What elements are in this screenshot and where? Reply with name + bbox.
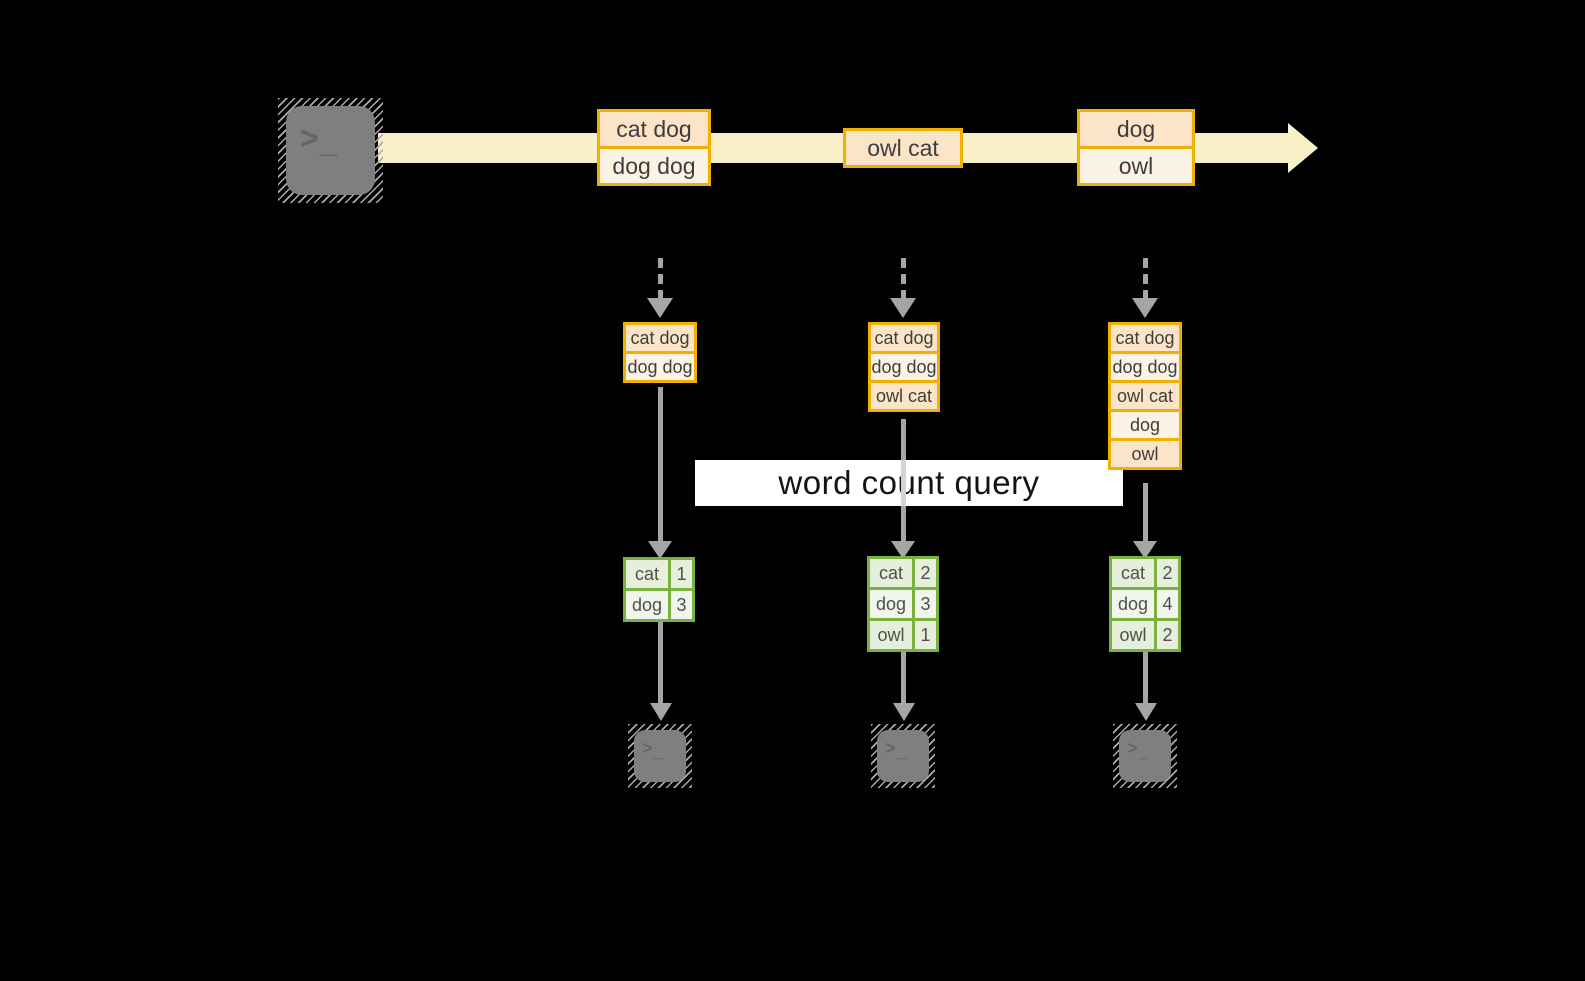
connector-line [1143, 652, 1148, 704]
arrowhead-down-icon [647, 298, 673, 318]
arrowhead-down-icon [650, 703, 672, 721]
count-word-cell: cat [870, 559, 912, 587]
prompt-chevron: > [885, 738, 897, 758]
count-word-cell: cat [1112, 559, 1154, 587]
state-row: cat dog [1108, 322, 1182, 354]
count-word-cell: dog [626, 591, 668, 619]
count-table-3: cat 2 dog 4 owl 2 [1109, 556, 1181, 652]
count-word-cell: owl [1112, 621, 1154, 649]
connector-line-faded [901, 460, 906, 506]
event-row: dog [1077, 109, 1195, 149]
count-value-cell: 1 [915, 621, 936, 649]
event-row: dog dog [597, 146, 711, 186]
event-box-3: dog owl [1077, 109, 1195, 186]
connector-line [658, 387, 663, 541]
state-row: owl [1108, 438, 1182, 470]
prompt-chevron: > [1127, 738, 1139, 758]
dashed-arrow-line [658, 258, 663, 300]
prompt-underscore: _ [1138, 741, 1150, 761]
state-row: dog dog [868, 351, 940, 383]
prompt-underscore: _ [319, 123, 339, 159]
source-terminal-icon: >_ [278, 98, 383, 203]
state-row: owl cat [1108, 380, 1182, 412]
arrowhead-down-icon [890, 298, 916, 318]
arrowhead-down-icon [893, 703, 915, 721]
arrowhead-down-icon [648, 541, 672, 559]
dashed-arrow-line [901, 258, 906, 300]
state-row: dog dog [1108, 351, 1182, 383]
state-row: cat dog [623, 322, 697, 354]
state-row: owl cat [868, 380, 940, 412]
connector-line [901, 652, 906, 704]
state-box-1: cat dog dog dog [623, 322, 697, 383]
count-value-cell: 2 [1157, 621, 1178, 649]
state-row: dog dog [623, 351, 697, 383]
event-row: owl cat [843, 128, 963, 168]
count-value-cell: 1 [671, 560, 692, 588]
count-word-cell: dog [870, 590, 912, 618]
count-table-2: cat 2 dog 3 owl 1 [867, 556, 939, 652]
count-value-cell: 2 [915, 559, 936, 587]
state-row: cat dog [868, 322, 940, 354]
count-value-cell: 2 [1157, 559, 1178, 587]
terminal-prompt-icon: >_ [634, 730, 665, 760]
sink-terminal-icon: >_ [1113, 724, 1177, 788]
prompt-underscore: _ [896, 741, 908, 761]
terminal-prompt-icon: >_ [877, 730, 908, 760]
arrowhead-down-icon [891, 541, 915, 559]
count-word-cell: dog [1112, 590, 1154, 618]
count-value-cell: 3 [915, 590, 936, 618]
state-box-3: cat dog dog dog owl cat dog owl [1108, 322, 1182, 470]
connector-line [1143, 483, 1148, 541]
count-table-1: cat 1 dog 3 [623, 557, 695, 622]
sink-terminal-icon: >_ [628, 724, 692, 788]
prompt-chevron: > [642, 738, 654, 758]
prompt-chevron: > [300, 120, 320, 156]
count-value-cell: 4 [1157, 590, 1178, 618]
query-label: word count query [778, 464, 1040, 501]
connector-line [658, 622, 663, 704]
prompt-underscore: _ [653, 741, 665, 761]
arrowhead-down-icon [1135, 703, 1157, 721]
arrowhead-down-icon [1133, 541, 1157, 559]
dashed-arrow-line [1143, 258, 1148, 300]
event-row: owl [1077, 146, 1195, 186]
event-row: cat dog [597, 109, 711, 149]
count-value-cell: 3 [671, 591, 692, 619]
query-label-box: word count query [695, 460, 1123, 506]
terminal-prompt-icon: >_ [286, 106, 338, 157]
event-box-1: cat dog dog dog [597, 109, 711, 186]
sink-terminal-icon: >_ [871, 724, 935, 788]
state-box-2: cat dog dog dog owl cat [868, 322, 940, 412]
stream-arrowhead-icon [1288, 123, 1318, 173]
state-row: dog [1108, 409, 1182, 441]
event-box-2: owl cat [843, 128, 963, 168]
count-word-cell: cat [626, 560, 668, 588]
terminal-prompt-icon: >_ [1119, 730, 1150, 760]
arrowhead-down-icon [1132, 298, 1158, 318]
count-word-cell: owl [870, 621, 912, 649]
